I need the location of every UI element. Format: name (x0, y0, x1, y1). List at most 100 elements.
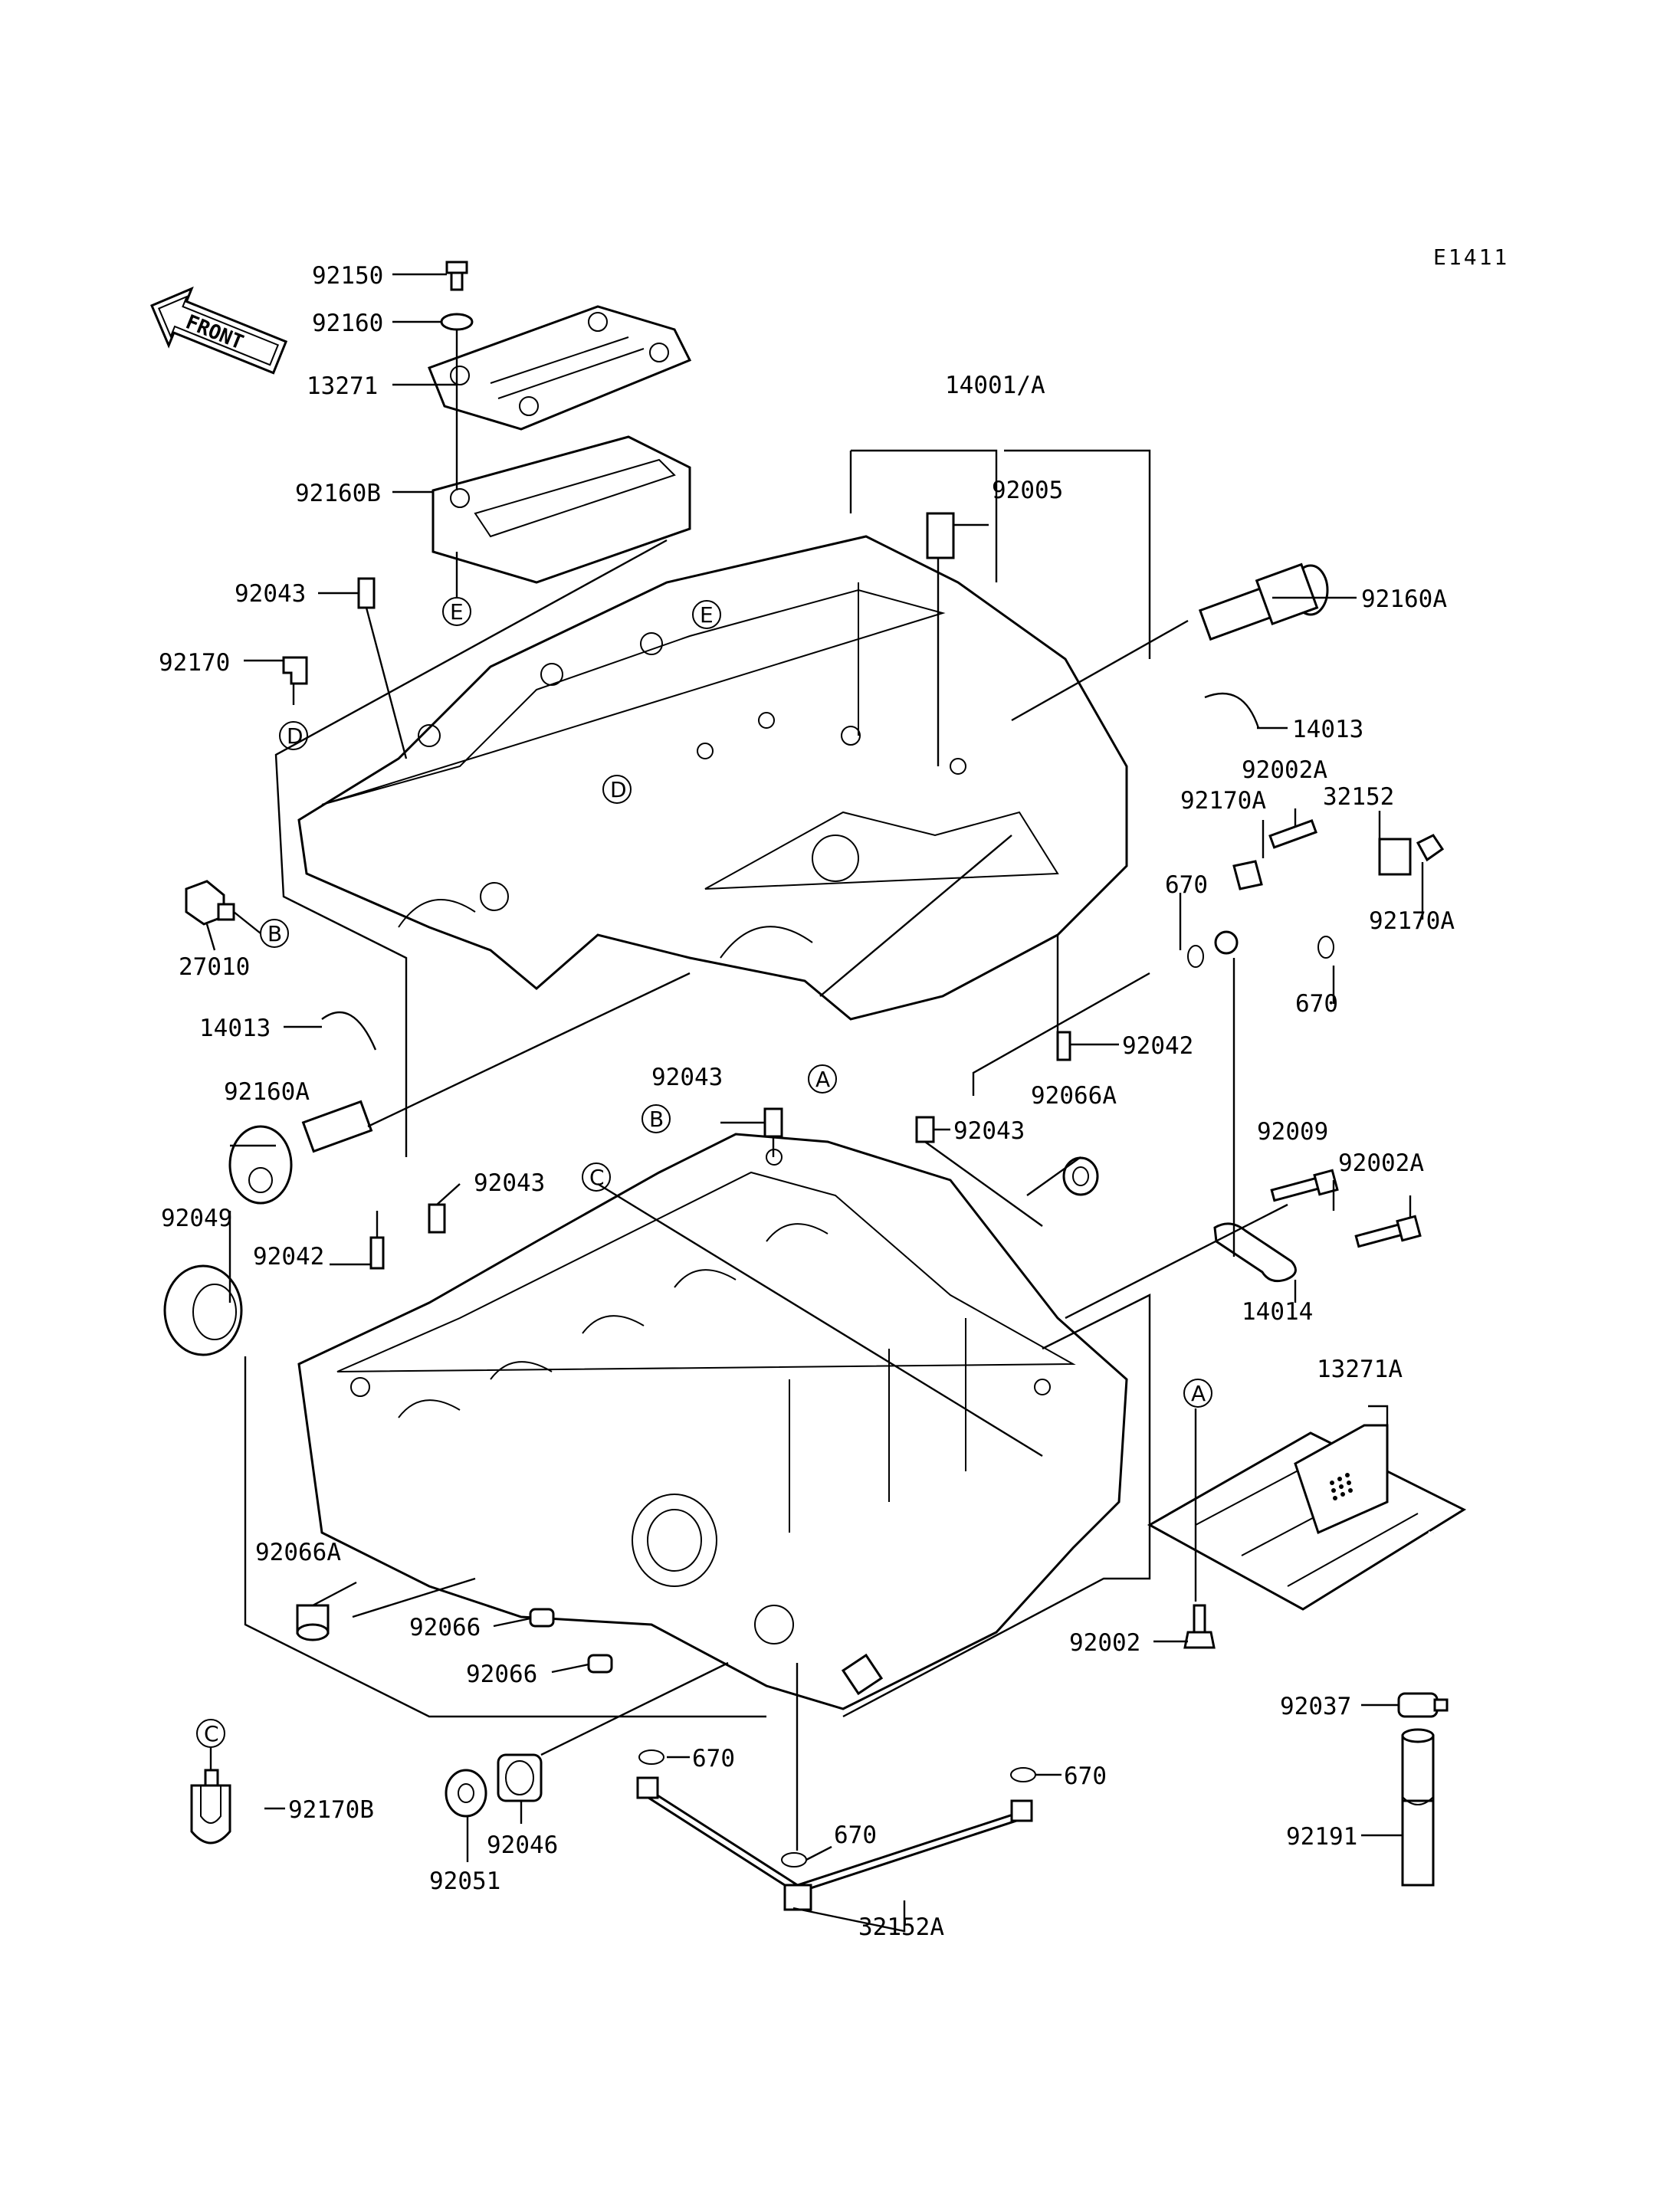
plate-13271a (1147, 1424, 1467, 1656)
plug-92066a-top (1062, 1156, 1099, 1196)
upper-crankcase (297, 535, 1128, 1021)
label-92160b: 92160B (295, 480, 381, 507)
ref-circle-e-1: E (442, 597, 471, 626)
ref-circle-d-1: D (279, 721, 308, 750)
pin-92043-right (915, 1116, 935, 1143)
ring-14013-right (1204, 692, 1260, 729)
label-92066a-top: 92066A (1031, 1082, 1117, 1110)
leader-lines (205, 273, 1424, 1933)
label-92043-right: 92043 (953, 1117, 1025, 1145)
pin-92043-left (428, 1203, 446, 1234)
washer-92160 (440, 313, 474, 331)
label-670-right: 670 (1295, 990, 1338, 1018)
label-670-left: 670 (1165, 871, 1208, 899)
svg-text:B: B (649, 1107, 664, 1132)
switch-27010 (185, 880, 235, 926)
label-92042-left: 92042 (253, 1243, 324, 1271)
label-670-b1: 670 (692, 1745, 735, 1772)
label-92150: 92150 (312, 262, 383, 290)
clamp-92170a-left (1232, 860, 1263, 890)
label-92002: 92002 (1069, 1629, 1140, 1657)
label-92043-top: 92043 (235, 580, 306, 608)
ref-circle-d-2: D (602, 775, 632, 804)
pin-92042-left (369, 1236, 385, 1270)
plate-14014 (1213, 1222, 1297, 1283)
label-92066-a: 92066 (409, 1614, 481, 1641)
label-32152: 32152 (1323, 783, 1394, 811)
label-92046: 92046 (487, 1831, 558, 1859)
bolt-92150 (445, 261, 468, 291)
bolt-92009 (1270, 1169, 1339, 1202)
label-92191: 92191 (1286, 1823, 1357, 1851)
label-92160: 92160 (312, 310, 383, 337)
label-92042-right: 92042 (1122, 1032, 1193, 1060)
label-92051: 92051 (429, 1867, 500, 1895)
label-14014: 14014 (1242, 1298, 1313, 1326)
diagram-code: E1411 (1433, 244, 1509, 270)
washer-92051 (445, 1769, 487, 1818)
label-14013-left: 14013 (199, 1015, 271, 1042)
seal-92049 (163, 1264, 243, 1356)
damper-92160a-left (228, 1100, 373, 1205)
oring-670-b2 (1010, 1767, 1036, 1782)
plug-92066-a (529, 1608, 555, 1628)
svg-text:D: D (287, 723, 304, 749)
label-14013-right: 14013 (1292, 716, 1363, 743)
svg-text:C: C (589, 1165, 605, 1190)
bolt-92002 (1183, 1604, 1216, 1649)
ref-circle-c-1: C (582, 1162, 611, 1192)
pin-92042-right (1056, 1031, 1071, 1061)
ref-circle-c-2: C (196, 1719, 225, 1748)
oring-670-left (1187, 945, 1204, 968)
lower-crankcase (297, 1133, 1128, 1710)
svg-text:A: A (815, 1067, 830, 1092)
oring-670-b3 (781, 1852, 807, 1867)
plug-92066-b (587, 1654, 613, 1674)
clamp-92170a-right (1416, 834, 1445, 862)
label-92037: 92037 (1280, 1693, 1351, 1720)
oil-pipe-32152a (636, 1776, 1033, 1911)
label-92009: 92009 (1257, 1118, 1328, 1146)
damper-92160b (431, 435, 691, 584)
label-13271: 13271 (307, 372, 378, 400)
label-92170: 92170 (159, 649, 230, 677)
ref-circle-b-1: B (260, 919, 289, 948)
plate-13271 (428, 305, 692, 431)
pin-92043-center (763, 1107, 783, 1138)
ref-circle-e-2: E (692, 600, 721, 629)
label-92160a-right: 92160A (1361, 585, 1447, 613)
label-92066-b: 92066 (466, 1661, 537, 1688)
clamp-92170 (282, 656, 308, 685)
label-27010: 27010 (179, 953, 250, 981)
plug-92066a-bottom (296, 1604, 330, 1641)
reference-markers: E E D D B B A A C C (196, 597, 1212, 1748)
label-92066a-bottom: 92066A (255, 1539, 341, 1566)
label-92002a-bottom: 92002A (1338, 1149, 1424, 1177)
label-92170a-right: 92170A (1369, 907, 1455, 935)
svg-text:E: E (700, 602, 714, 628)
label-13271a: 13271A (1317, 1356, 1403, 1383)
label-92049: 92049 (161, 1205, 232, 1232)
svg-text:B: B (267, 921, 282, 946)
damper-92160a-right (1198, 562, 1329, 641)
ref-circle-a-2: A (1183, 1379, 1212, 1408)
label-92170b: 92170B (288, 1796, 374, 1824)
label-14001a: 14001/A (945, 372, 1045, 399)
label-92170a-left: 92170A (1180, 787, 1266, 815)
oring-670-b1 (638, 1749, 664, 1765)
front-arrow-icon: FRONT (150, 286, 288, 375)
part-labels: 92150 92160 13271 92160B 14001/A 92005 9… (159, 262, 1455, 1941)
bearing-92046 (497, 1753, 543, 1802)
ref-circle-a-1: A (808, 1064, 837, 1094)
bolt-92002a-bottom (1354, 1215, 1422, 1248)
ring-14013-left (321, 1011, 377, 1051)
hose-92191 (1401, 1728, 1435, 1887)
svg-text:A: A (1191, 1381, 1206, 1406)
label-670-b2: 670 (1064, 1763, 1107, 1790)
dowel-92005 (926, 512, 955, 559)
label-92005: 92005 (992, 477, 1063, 504)
svg-text:E: E (450, 599, 464, 625)
svg-text:C: C (204, 1721, 219, 1746)
label-92043-left: 92043 (474, 1169, 545, 1197)
